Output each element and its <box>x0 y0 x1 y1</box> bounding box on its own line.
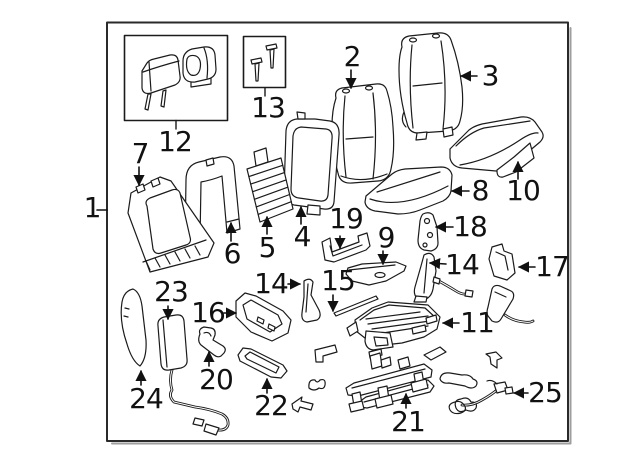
callout-12-label: 12 <box>158 125 193 158</box>
callout-9-label: 9 <box>377 221 396 254</box>
callout-19-label: 19 <box>329 202 364 235</box>
callout-13-label: 13 <box>251 91 286 124</box>
part-24-airbag-module <box>121 289 146 366</box>
callout-10-label: 10 <box>506 174 541 207</box>
callout-21-label: 21 <box>391 405 426 438</box>
part-10-seat-cushion-cover <box>450 117 543 177</box>
part-25-wiring-harness <box>449 380 513 413</box>
callout-4-label: 4 <box>293 220 312 253</box>
callout-3-label: 3 <box>481 59 500 92</box>
callout-17-label: 17 <box>535 250 570 283</box>
callout-23-label: 23 <box>154 275 189 308</box>
callout-5-label: 5 <box>258 231 277 264</box>
callout-14-right-arrow <box>428 258 446 270</box>
part-14-right-bracket <box>414 253 436 302</box>
callout-20-label: 20 <box>199 363 234 396</box>
callout-14-left-label: 14 <box>254 267 289 300</box>
part-2-seat-back-cushion <box>332 84 394 183</box>
screw-inset-box <box>244 37 286 97</box>
frame-shadow <box>112 28 571 444</box>
part-21-riser-frame <box>346 349 434 412</box>
callout-22-label: 22 <box>254 389 289 422</box>
headrest-inset-box <box>125 36 228 130</box>
screw-small-icon <box>251 58 262 81</box>
part-8-seat-cushion-pad <box>365 167 452 214</box>
callout-25-label: 25 <box>528 376 563 409</box>
part-19-guide-frame <box>322 233 370 262</box>
release-cable-drawing <box>433 277 473 297</box>
headrest-rear-drawing <box>183 47 216 87</box>
callout-2-label: 2 <box>343 40 362 73</box>
callout-24-label: 24 <box>129 382 164 415</box>
callout-7-label: 7 <box>131 137 150 170</box>
screw-large-icon <box>266 44 277 68</box>
part-11-seat-adjuster <box>347 302 440 350</box>
part-4-seat-back-frame <box>284 112 339 215</box>
part-3-seat-back-cover <box>399 33 463 140</box>
callout-15-label: 15 <box>321 264 356 297</box>
callout-1-label: 1 <box>83 191 102 224</box>
belt-anchor-strap-drawing <box>487 285 533 322</box>
callout-16-label: 16 <box>191 296 226 329</box>
callout-14-right-label: 14 <box>445 248 480 281</box>
callout-11-label: 11 <box>460 306 495 339</box>
headrest-front-drawing <box>142 55 180 110</box>
part-16-side-shield <box>236 293 291 341</box>
misc-hardware-drawings <box>292 345 502 412</box>
part-9-cushion-pan <box>346 262 406 285</box>
part-17-bracket <box>489 244 515 280</box>
part-15-rod <box>334 296 378 316</box>
part-5-lumbar-mat <box>247 148 293 222</box>
callout-6-label: 6 <box>223 237 242 270</box>
part-20-handle <box>199 327 226 357</box>
part-22-track-cover <box>238 348 287 378</box>
part-14-left-bracket <box>302 279 320 322</box>
part-23-bolster-pad <box>158 315 228 435</box>
callout-8-label: 8 <box>471 174 490 207</box>
part-18-recliner-cover <box>418 213 438 251</box>
callout-arrows <box>97 70 535 408</box>
diagram-frame <box>107 23 568 442</box>
part-7-back-panel <box>128 177 214 272</box>
callout-18-label: 18 <box>453 210 488 243</box>
